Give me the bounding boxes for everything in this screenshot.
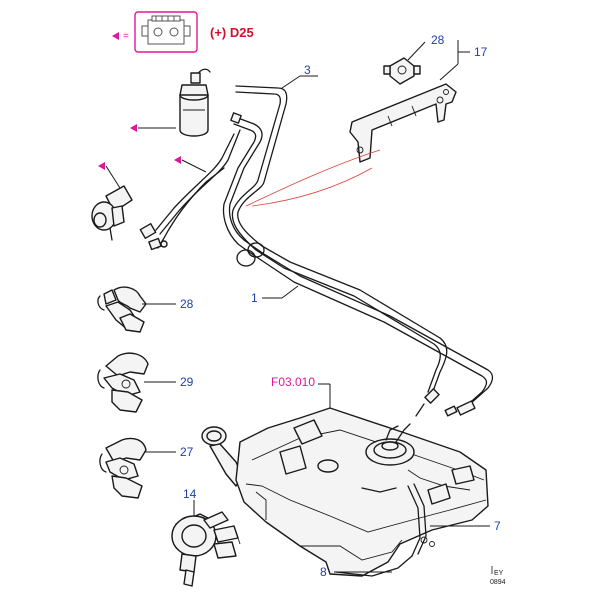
stamp-line-1: EY (494, 570, 504, 577)
valve-marker-icon (98, 162, 105, 170)
filler-neck (201, 426, 257, 491)
filter-marker-icon (130, 124, 137, 132)
pump-14 (171, 511, 241, 587)
assembly-code: (+) D25 (210, 25, 254, 40)
callout-1: 1 (251, 291, 258, 305)
clip-29 (97, 352, 149, 413)
stamp-line-2: 0894 (490, 579, 506, 586)
fuel-tank (235, 407, 489, 577)
callout-29: 29 (180, 375, 194, 389)
pipe-bracket (349, 57, 457, 163)
callout-28-top: 28 (431, 33, 445, 47)
clip-27 (99, 437, 147, 499)
vent-valve (91, 185, 133, 241)
legend: = (+) D25 (112, 11, 254, 53)
location-curve (251, 167, 373, 207)
callout-3: 3 (304, 63, 311, 77)
clip-28 (97, 286, 147, 333)
engine-icon (141, 15, 191, 45)
legend-equals: = (123, 31, 129, 42)
fuel-filter (179, 68, 211, 137)
callout-17: 17 (474, 45, 488, 59)
pipe-marker-icon (174, 156, 181, 164)
drawing-stamp: EY 0894 (490, 566, 506, 586)
callout-reference-code: F03.010 (271, 375, 315, 389)
callout-14: 14 (183, 487, 197, 501)
callout-27: 27 (180, 445, 194, 459)
legend-triangle-icon (112, 32, 119, 40)
location-curve (245, 149, 381, 207)
callout-8: 8 (320, 565, 327, 579)
callout-28: 28 (180, 297, 194, 311)
fuel-pipe-assembly (139, 85, 494, 417)
callout-7: 7 (494, 519, 501, 533)
